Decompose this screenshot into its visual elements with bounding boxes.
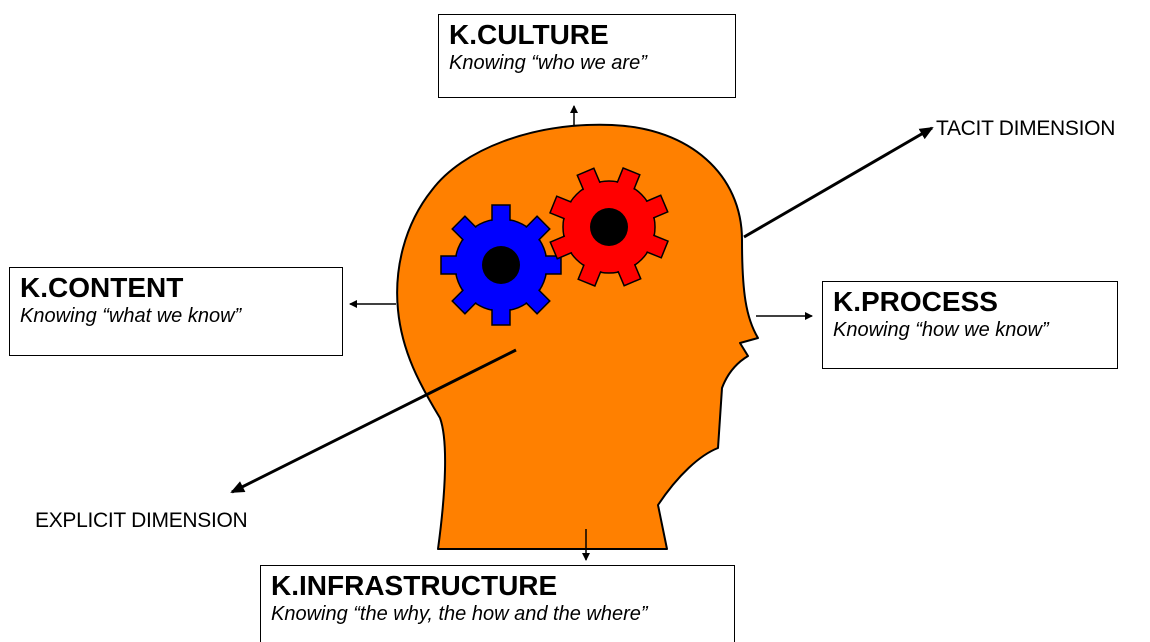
k-content-subtitle: Knowing “what we know”: [20, 305, 242, 327]
k-culture-title: K.CULTURE: [449, 19, 609, 50]
explicit-dimension-label: EXPLICIT DIMENSION: [35, 509, 248, 532]
blue-gear-icon: [440, 204, 562, 326]
k-content-box: K.CONTENT Knowing “what we know”: [9, 267, 343, 356]
head-silhouette-icon: [396, 123, 759, 550]
red-gear-icon: [549, 167, 669, 287]
blue-gear-hub: [482, 246, 520, 284]
explicit-dimension-arrow: [230, 348, 517, 494]
k-process-box: K.PROCESS Knowing “how we know”: [822, 281, 1118, 369]
k-infrastructure-box: K.INFRASTRUCTURE Knowing “the why, the h…: [260, 565, 735, 642]
k-process-subtitle: Knowing “how we know”: [833, 319, 1049, 341]
k-content-title: K.CONTENT: [20, 272, 184, 303]
k-infrastructure-subtitle: Knowing “the why, the how and the where”: [271, 603, 648, 625]
k-culture-box: K.CULTURE Knowing “who we are”: [438, 14, 736, 98]
tacit-dimension-label: TACIT DIMENSION: [936, 117, 1116, 140]
k-culture-subtitle: Knowing “who we are”: [449, 52, 647, 74]
k-process-title: K.PROCESS: [833, 286, 998, 317]
k-infrastructure-title: K.INFRASTRUCTURE: [271, 570, 558, 601]
tacit-dimension-arrow: [743, 126, 934, 239]
red-gear-hub: [590, 208, 628, 246]
